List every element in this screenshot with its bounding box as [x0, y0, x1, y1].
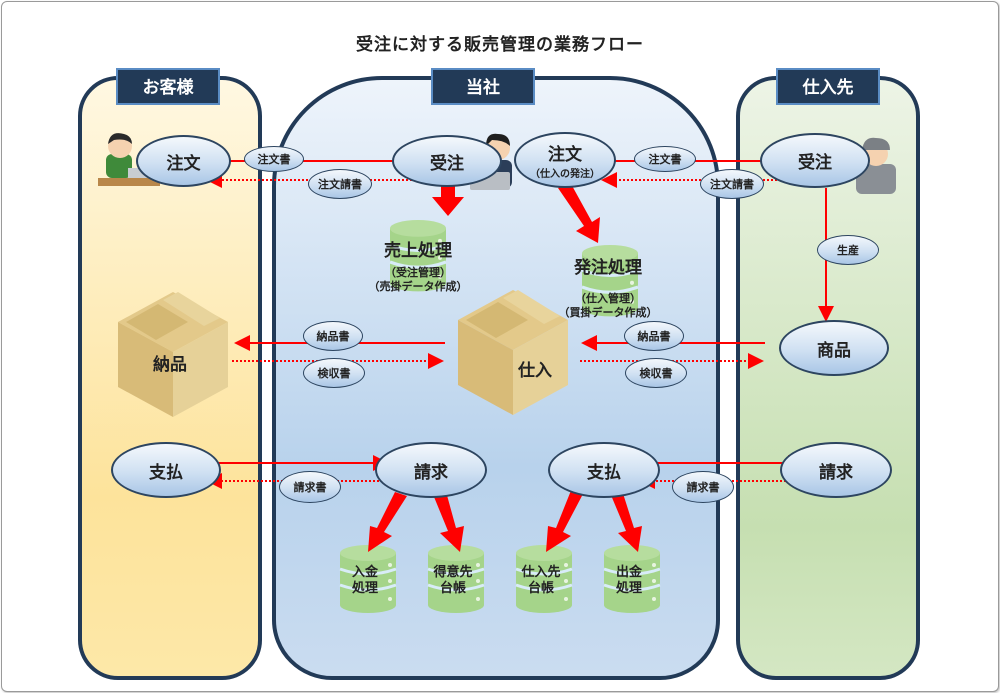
node-label: 注文 [166, 153, 201, 174]
doc-label: 注文請書 [318, 178, 362, 191]
doc-label: 請求書 [293, 481, 327, 494]
node-label: 請求 [819, 462, 853, 483]
db-label-supplier-ledger: 仕入先 台帳 [521, 565, 561, 596]
doc-label: 注文書 [648, 153, 682, 166]
doc-label: 請求書 [686, 481, 720, 494]
doc-inspection[interactable]: 検収書 [303, 358, 365, 388]
node-label: 支払 [149, 462, 183, 483]
node-sublabel: （仕入の発注） [530, 169, 600, 180]
lane-header-supplier: 仕入先 [776, 68, 880, 105]
doc-label: 検収書 [639, 367, 673, 380]
doc-inspection-supplier[interactable]: 検収書 [625, 358, 687, 388]
doc-invoice-supplier[interactable]: 請求書 [672, 471, 734, 503]
doc-label: 納品書 [637, 330, 671, 343]
node-label: 受注 [798, 153, 832, 173]
delivery-label: 納品 [153, 355, 187, 375]
node-customer-order[interactable]: 注文 [136, 135, 231, 187]
process-purchase-title: 発注処理 [574, 258, 642, 278]
doc-order-form-supplier[interactable]: 注文書 [634, 146, 696, 172]
doc-delivery-note[interactable]: 納品書 [303, 321, 363, 351]
doc-label: 検収書 [317, 367, 351, 380]
node-label: 支払 [587, 462, 621, 483]
node-company-purchase-order[interactable]: 注文 （仕入の発注） [514, 132, 616, 188]
process-purchase-sub1: （仕入管理） [575, 292, 641, 305]
db-label-customer-ledger: 得意先 台帳 [433, 565, 473, 596]
diagram-title: 受注に対する販売管理の業務フロー [356, 35, 644, 55]
node-label: 受注 [430, 153, 464, 174]
node-label: 請求 [414, 462, 448, 483]
process-purchase-sub2: （買掛データ作成） [558, 306, 658, 319]
node-company-invoice[interactable]: 請求 [375, 442, 487, 498]
doc-order-acknowledgment[interactable]: 注文請書 [308, 169, 372, 199]
doc-order-form[interactable]: 注文書 [244, 146, 304, 172]
doc-production[interactable]: 生産 [817, 235, 879, 265]
node-label: 商品 [817, 340, 851, 361]
doc-order-acknowledgment-supplier[interactable]: 注文請書 [700, 169, 764, 199]
doc-label: 生産 [837, 244, 859, 257]
doc-invoice[interactable]: 請求書 [279, 471, 341, 503]
process-sales-title: 売上処理 [384, 241, 452, 261]
node-company-payment[interactable]: 支払 [548, 442, 660, 498]
doc-label: 注文書 [257, 153, 291, 166]
node-supplier-goods[interactable]: 商品 [779, 320, 889, 376]
node-customer-payment[interactable]: 支払 [111, 442, 221, 498]
lane-header-company: 当社 [431, 68, 535, 105]
purchase-label: 仕入 [518, 361, 552, 381]
process-sales-sub1: （受注管理） [385, 266, 451, 279]
db-label-deposit: 入金 処理 [351, 565, 378, 596]
db-label-payment: 出金 処理 [615, 565, 642, 596]
node-label: 注文 [548, 145, 582, 165]
doc-delivery-note-supplier[interactable]: 納品書 [624, 321, 684, 351]
doc-label: 納品書 [316, 330, 350, 343]
lane-header-customer: お客様 [116, 68, 220, 105]
node-supplier-invoice[interactable]: 請求 [780, 442, 892, 498]
node-supplier-receive-order[interactable]: 受注 [760, 133, 870, 188]
node-company-receive-order[interactable]: 受注 [392, 135, 502, 187]
process-sales-sub2: （売掛データ作成） [368, 280, 468, 293]
doc-label: 注文請書 [710, 178, 754, 191]
